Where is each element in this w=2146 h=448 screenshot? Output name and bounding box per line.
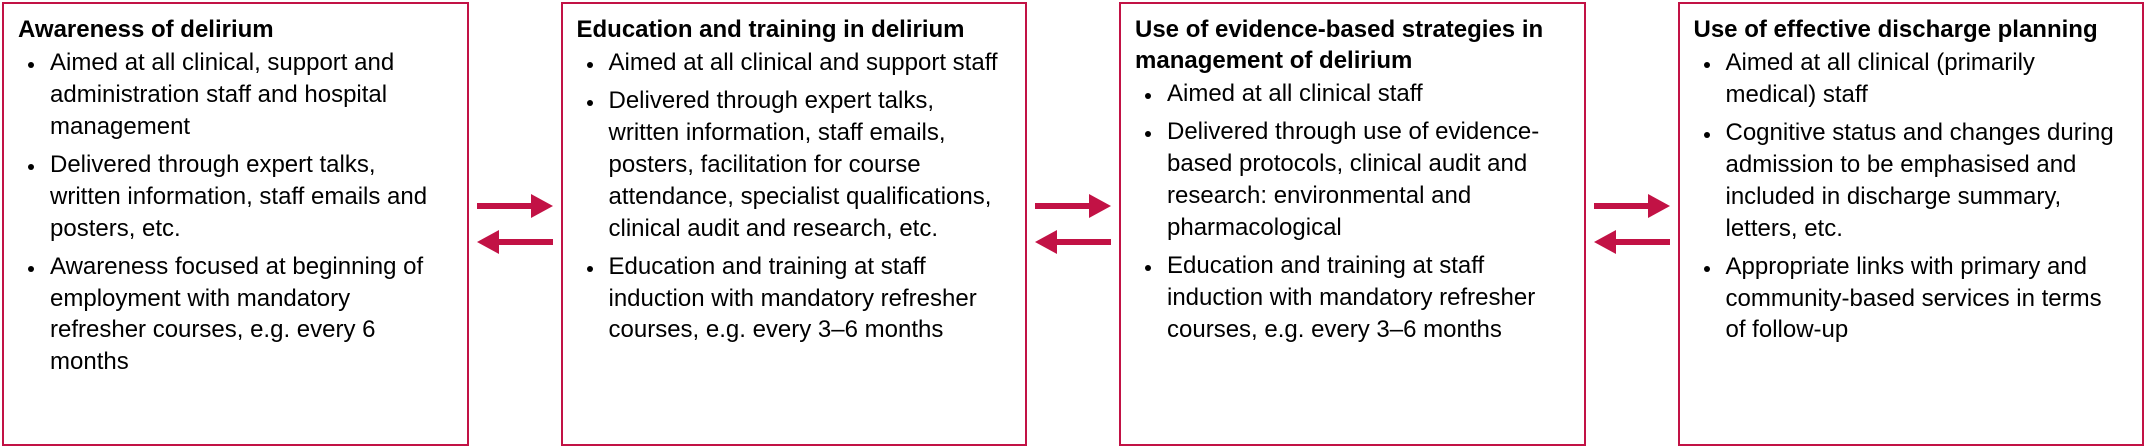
arrow-connector: [1027, 2, 1119, 446]
bullet-item: Education and training at staff inductio…: [1163, 250, 1570, 346]
bullet-item: Delivered through expert talks, written …: [46, 149, 453, 245]
bullet-item: Aimed at all clinical staff: [1163, 78, 1570, 110]
box-education-training: Education and training in delirium Aimed…: [560, 2, 1027, 446]
bullet-item: Education and training at staff inductio…: [605, 251, 1012, 347]
arrow-right-icon: [1593, 194, 1670, 218]
bullet-item: Aimed at all clinical and support staff: [605, 47, 1012, 79]
arrow-left-icon: [1593, 230, 1670, 254]
bullet-item: Delivered through use of evidence-based …: [1163, 116, 1570, 244]
arrow-right-icon: [1035, 194, 1111, 218]
box-title: Use of effective discharge planning: [1693, 16, 2098, 43]
bullet-list: Aimed at all clinical staff Delivered th…: [1131, 78, 1570, 345]
bullet-item: Aimed at all clinical (primarily medical…: [1722, 47, 2129, 111]
bullet-item: Appropriate links with primary and commu…: [1722, 251, 2129, 347]
bullet-list: Aimed at all clinical (primarily medical…: [1690, 47, 2129, 346]
bullet-item: Delivered through expert talks, written …: [605, 85, 1012, 245]
box-awareness: Awareness of delirium Aimed at all clini…: [2, 2, 469, 446]
box-title: Use of evidence-based strategies in mana…: [1135, 16, 1544, 75]
arrow-left-icon: [1035, 230, 1111, 254]
bullet-item: Awareness focused at beginning of employ…: [46, 251, 453, 379]
box-title: Education and training in delirium: [576, 16, 965, 43]
box-evidence-based-strategies: Use of evidence-based strategies in mana…: [1119, 2, 1586, 446]
bullet-item: Cognitive status and changes during admi…: [1722, 117, 2129, 245]
arrow-right-icon: [476, 194, 553, 218]
bullet-list: Aimed at all clinical and support staff …: [573, 47, 1012, 346]
bullet-item: Aimed at all clinical, support and admin…: [46, 47, 453, 143]
bullet-list: Aimed at all clinical, support and admin…: [14, 47, 453, 378]
arrow-connector: [469, 2, 561, 446]
box-title: Awareness of delirium: [18, 16, 274, 43]
arrow-connector: [1586, 2, 1678, 446]
box-discharge-planning: Use of effective discharge planning Aime…: [1677, 2, 2144, 446]
arrow-left-icon: [476, 230, 553, 254]
